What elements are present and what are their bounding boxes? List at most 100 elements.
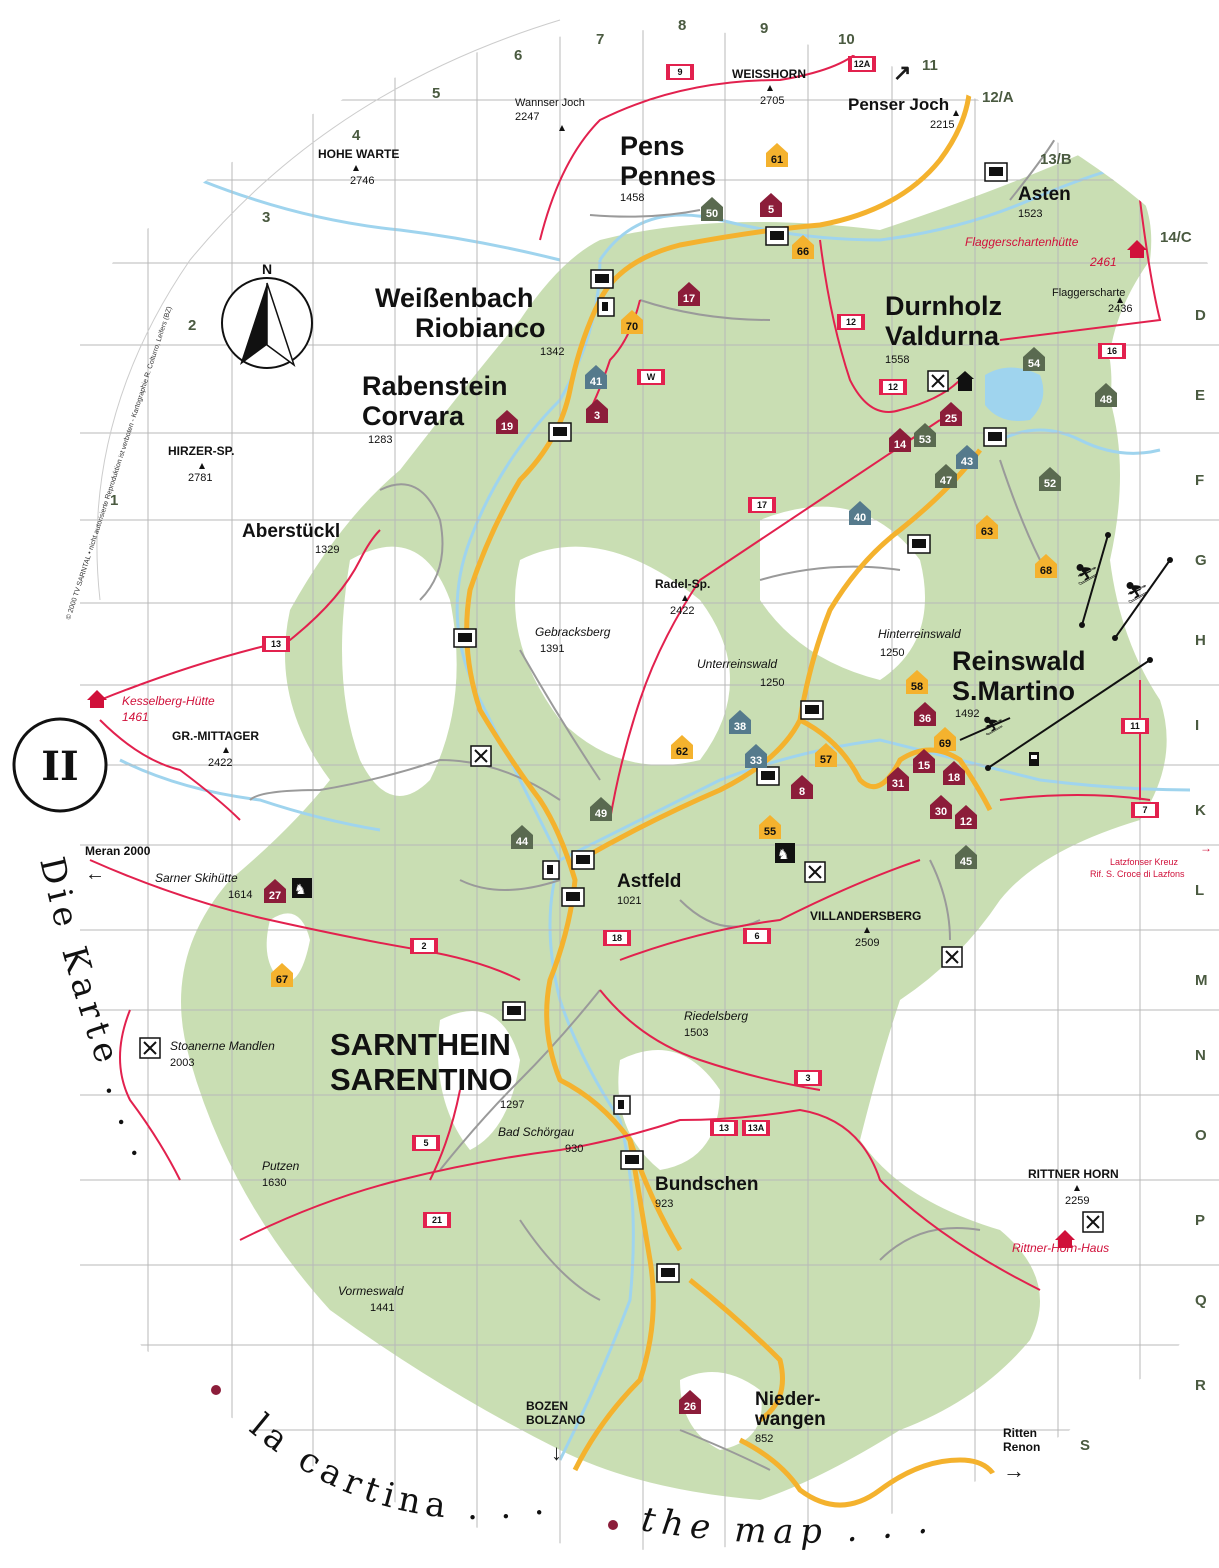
poi-marker: 5 — [760, 193, 782, 217]
poi-marker-shape — [849, 501, 871, 525]
grid-label: 12/A — [982, 89, 1014, 106]
trail-marker: 6 — [743, 928, 771, 944]
poi-number: 26 — [684, 1401, 696, 1413]
arrow-right-icon: → — [1003, 1458, 1025, 1483]
grid-label: 7 — [596, 31, 604, 48]
trail-marker: 5 — [412, 1135, 440, 1151]
poi-number: 18 — [948, 772, 960, 784]
town-bundschen: Bundschen 923 — [655, 1174, 758, 1210]
poi-marker: 67 — [271, 963, 293, 987]
poi-marker-shape — [889, 428, 911, 452]
viewpoint-glyph — [931, 374, 945, 388]
poi-number: 44 — [516, 836, 529, 848]
svg-text:⛷: ⛷ — [982, 716, 1005, 736]
town-elevation: 1342 — [540, 346, 564, 358]
poi-number: 45 — [960, 856, 972, 868]
hut-name: Flaggerschartenhütte — [965, 235, 1079, 249]
svg-text:♞: ♞ — [294, 881, 307, 897]
poi-number: 57 — [820, 754, 832, 766]
ski-icon: ⛷ — [1124, 582, 1149, 604]
town-astfeld: Astfeld 1021 — [617, 871, 681, 907]
caption-it: la cartina . . . — [242, 1406, 552, 1528]
exit-name: Meran 2000 — [85, 844, 151, 858]
poi-marker-shape — [264, 879, 286, 903]
town-elevation: 1021 — [617, 895, 641, 907]
trail-marker-face — [414, 940, 434, 952]
poi-number: 47 — [940, 475, 952, 487]
poi-number: 41 — [590, 376, 602, 388]
bus-stop-icon — [548, 422, 572, 442]
trail-number: 12 — [846, 317, 856, 327]
trail-number: 7 — [1142, 805, 1147, 815]
trail-marker-face — [852, 58, 872, 70]
sheet-badge: II — [12, 717, 108, 813]
poi-marker-shape — [678, 282, 700, 306]
bus-stop-icon — [983, 427, 1007, 447]
poi-marker-shape — [935, 464, 957, 488]
town-aberstuckl: Aberstückl 1329 — [242, 521, 340, 556]
grid-label: 9 — [760, 20, 768, 37]
poi-number: 50 — [706, 208, 718, 220]
poi-number: 38 — [734, 721, 746, 733]
place-name: Riedelsberg — [684, 1009, 748, 1023]
ski-lifts — [959, 534, 1171, 769]
peak-name: Wannser Joch — [515, 97, 585, 109]
exit-labels: Meran 2000 ← Latzfonser Kreuz Rif. S. Cr… — [85, 60, 1212, 1483]
exit-name-it: Rif. S. Croce di Lazfons — [1090, 869, 1185, 879]
town-name: Bundschen — [655, 1174, 758, 1195]
bus-stop-icon — [453, 628, 477, 648]
church-icon — [956, 371, 974, 391]
sheet-number: II — [41, 743, 78, 790]
poi-number: 69 — [939, 738, 951, 750]
trail-marker-face — [416, 1137, 436, 1149]
poi-number: 36 — [919, 713, 931, 725]
town-name: Astfeld — [617, 871, 681, 892]
trail-marker-face — [798, 1072, 818, 1084]
peak-elevation: 2422 — [208, 757, 232, 769]
svg-text:⛷: ⛷ — [1124, 582, 1149, 604]
poi-marker-shape — [792, 235, 814, 259]
poi-number: 30 — [935, 806, 947, 818]
fuel-station-icon — [597, 297, 615, 317]
poi-marker: 53 — [914, 423, 936, 447]
town-name-2: wangen — [754, 1409, 826, 1430]
viewpoint-icon — [1082, 1211, 1104, 1233]
poi-marker: 18 — [943, 761, 965, 785]
trail-marker: 7 — [1131, 802, 1159, 818]
place-name: Unterreinswald — [697, 657, 777, 671]
grid-label: 14/C — [1160, 229, 1192, 246]
poi-number: 58 — [911, 681, 923, 693]
poi-marker-shape — [976, 515, 998, 539]
exit-name-it: Renon — [1003, 1440, 1040, 1454]
trail-marker-face — [841, 316, 861, 328]
fuel-station-icon — [613, 1095, 631, 1115]
poi-marker-shape — [906, 670, 928, 694]
place-name: Bad Schörgau — [498, 1125, 574, 1139]
poi-marker: 30 — [930, 795, 952, 819]
hut-name: Kesselberg-Hütte — [122, 694, 215, 708]
town-name: Reinswald — [952, 646, 1086, 676]
trail-number: 13A — [748, 1123, 765, 1133]
peak-name: HIRZER-SP. — [168, 444, 234, 458]
viewpoint-icon — [941, 946, 963, 968]
trail-marker-face — [752, 499, 772, 511]
bus-stop-icon — [620, 1150, 644, 1170]
poi-marker-shape — [943, 761, 965, 785]
poi-marker-shape — [745, 744, 767, 768]
poi-marker: 14 — [889, 428, 911, 452]
grid-label: 13/B — [1040, 151, 1072, 168]
trail-marker-face — [1135, 804, 1155, 816]
place-elevation: 1503 — [684, 1027, 708, 1039]
bus-stop-icon — [590, 269, 614, 289]
poi-marker-shape — [1023, 347, 1045, 371]
poi-number: 61 — [771, 154, 783, 166]
poi-marker-shape — [671, 735, 693, 759]
grid-label: 2 — [188, 317, 196, 334]
town-name-it: Riobianco — [415, 313, 546, 343]
